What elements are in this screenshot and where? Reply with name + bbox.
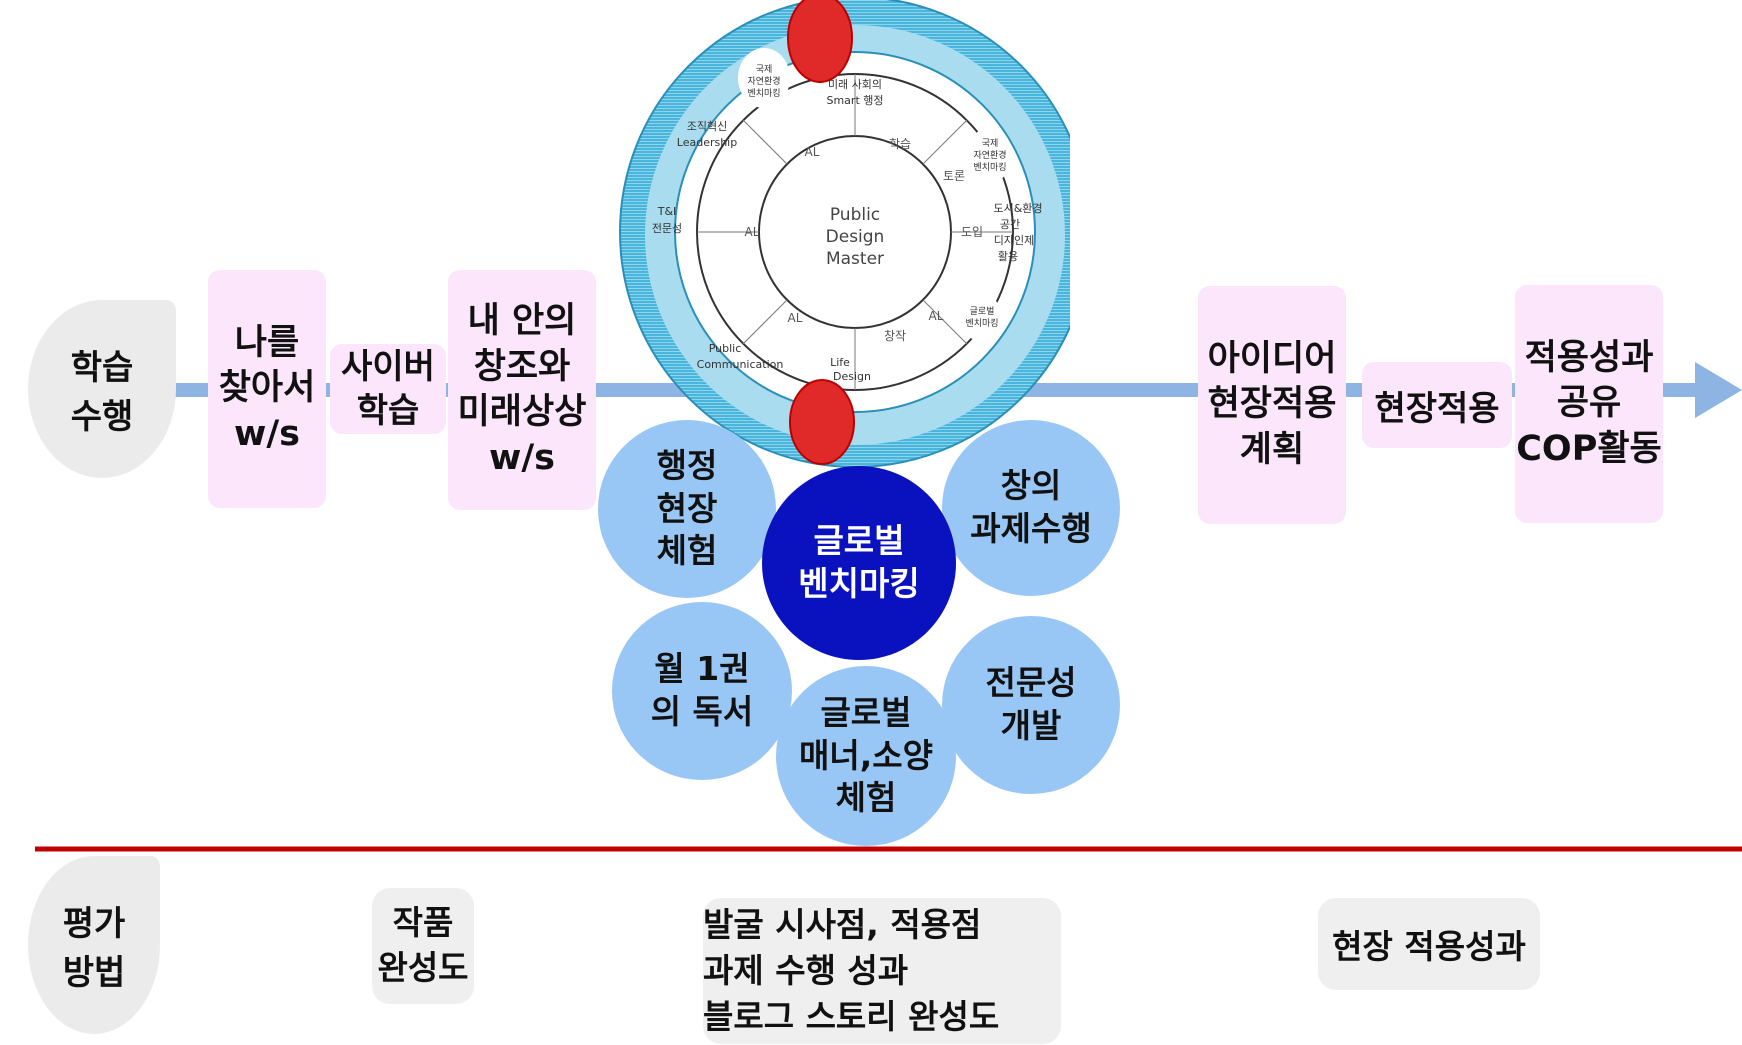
wheel-center-line1: Public (830, 205, 880, 225)
svg-text:Smart 행정: Smart 행정 (826, 94, 883, 107)
step-cyber-learning: 사이버 학습 (330, 344, 446, 434)
svg-text:미래 사회의: 미래 사회의 (828, 78, 882, 91)
svg-text:AL: AL (929, 309, 944, 323)
svg-text:벤치마킹: 벤치마킹 (973, 161, 1006, 173)
eval-discovery: 발굴 시사점, 적용점 과제 수행 성과 블로그 스토리 완성도 (703, 898, 1061, 1044)
bubble-creative-task: 창의 과제수행 (942, 420, 1120, 596)
svg-text:도시&환경: 도시&환경 (993, 202, 1042, 215)
svg-text:자연환경: 자연환경 (973, 149, 1006, 161)
eval-work-completion: 작품 완성도 (372, 888, 474, 1004)
svg-text:Public: Public (709, 342, 742, 355)
svg-text:공간: 공간 (1000, 218, 1020, 231)
red-leaf-top (787, 0, 853, 83)
svg-text:전문성: 전문성 (652, 222, 682, 235)
bubble-global-manner: 글로벌 매너,소양 체험 (776, 666, 956, 846)
eval-field-result: 현장 적용성과 (1318, 898, 1540, 990)
step-share-cop: 적용성과 공유 COP활동 (1515, 285, 1663, 523)
svg-text:학습: 학습 (889, 137, 911, 151)
svg-text:Leadership: Leadership (677, 136, 737, 149)
step-field-apply: 현장적용 (1362, 362, 1512, 448)
step-inner-creation: 내 안의 창조와 미래상상 w/s (448, 270, 596, 510)
svg-text:Communication: Communication (697, 358, 784, 371)
svg-text:벤치마킹: 벤치마킹 (965, 317, 998, 329)
svg-text:국제: 국제 (982, 138, 999, 149)
public-design-master-wheel: Public Design Master 미래 사회의 Smart 행정 조직혁… (619, 0, 1070, 468)
step-find-me: 나를 찾아서 w/s (208, 270, 326, 508)
step-idea-plan: 아이디어 현장적용 계획 (1198, 286, 1346, 524)
svg-text:국제: 국제 (756, 64, 773, 75)
wheel-center-line3: Master (826, 249, 884, 269)
bubble-admin-experience: 행정 현장 체험 (598, 420, 776, 598)
svg-text:AL: AL (805, 145, 820, 159)
svg-text:T&I: T&I (657, 205, 677, 218)
svg-text:벤치마킹: 벤치마킹 (747, 87, 780, 99)
red-leaf-bottom (789, 379, 855, 465)
svg-text:AL: AL (745, 225, 760, 239)
svg-text:조직혁신: 조직혁신 (687, 120, 727, 133)
wheel-center-line2: Design (826, 227, 885, 247)
svg-text:창작: 창작 (884, 329, 906, 343)
stage-label-evaluation: 평가 방법 (28, 856, 160, 1034)
bubble-monthly-reading: 월 1권 의 독서 (612, 602, 792, 780)
svg-text:AL: AL (788, 311, 803, 325)
svg-text:토론: 토론 (943, 169, 965, 183)
svg-text:활용: 활용 (998, 249, 1018, 263)
stage-label-learning: 학습 수행 (28, 300, 176, 478)
svg-text:Life: Life (830, 356, 850, 369)
svg-text:도입: 도입 (961, 225, 983, 239)
bubble-global-benchmarking: 글로벌 벤치마킹 (762, 466, 956, 660)
svg-text:자연환경: 자연환경 (747, 75, 780, 87)
bubble-expertise: 전문성 개발 (942, 616, 1120, 794)
svg-text:글로벌: 글로벌 (970, 306, 995, 317)
svg-text:Design: Design (833, 370, 871, 383)
svg-text:디자인제: 디자인제 (994, 234, 1034, 247)
